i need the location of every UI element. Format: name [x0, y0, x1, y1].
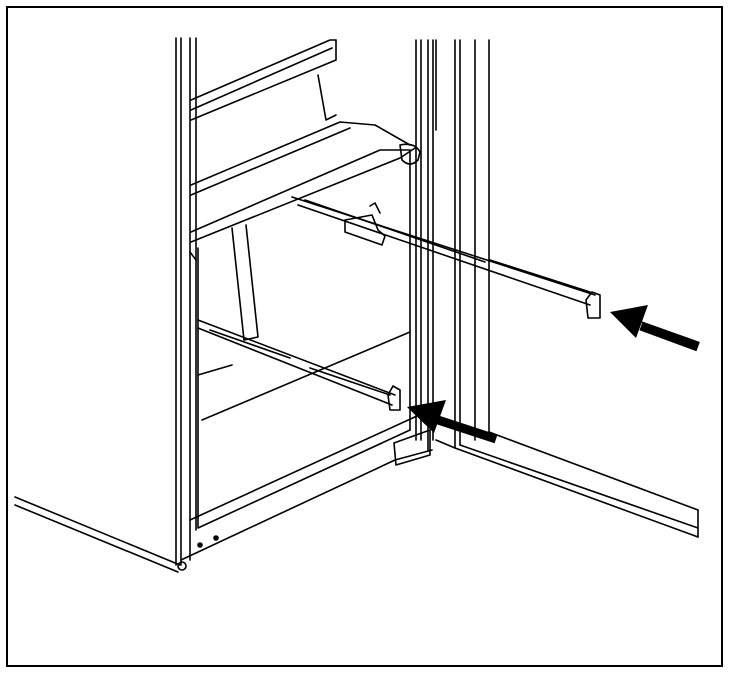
left-frame-post — [175, 37, 197, 571]
right-floor-trim — [435, 431, 699, 538]
arrow-upper-rail — [610, 305, 700, 352]
figure-border — [6, 6, 723, 667]
kick-plate — [180, 409, 433, 561]
cabinet-side-wall — [14, 496, 181, 573]
arrow-lower-rail — [407, 400, 498, 444]
upper-drawer — [190, 39, 421, 243]
upper-rail — [291, 196, 601, 319]
center-frame-posts — [409, 39, 490, 451]
drawer-compartment — [189, 224, 411, 529]
lower-rail — [197, 319, 401, 411]
